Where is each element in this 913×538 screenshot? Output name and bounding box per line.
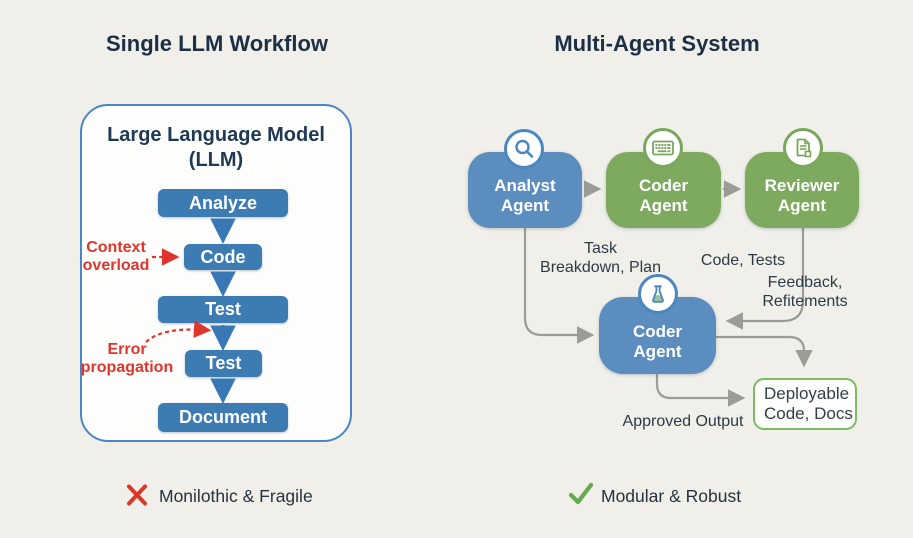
left-section-title: Single LLM Workflow bbox=[105, 31, 329, 56]
step-document: Document bbox=[158, 403, 288, 432]
check-icon bbox=[568, 482, 594, 505]
step-test-2: Test bbox=[185, 350, 262, 377]
magnifier-icon bbox=[515, 139, 534, 158]
left-verdict-text: Monilothic & Fragile bbox=[159, 486, 313, 506]
cross-icon bbox=[127, 484, 147, 506]
annotation-context-overload: Context overload bbox=[82, 239, 150, 274]
step-analyze: Analyze bbox=[158, 189, 288, 217]
arrow-coder2-to-output-left bbox=[655, 374, 746, 407]
deployable-output-text: Deployable Code, Docs bbox=[764, 384, 853, 423]
flask-icon bbox=[652, 285, 664, 303]
label-approved-output: Approved Output bbox=[622, 413, 744, 430]
label-feedback-refitements: Feedback, Refitements bbox=[762, 274, 848, 310]
annotation-error-propagation: Error propagation bbox=[80, 341, 174, 376]
keyboard-icon bbox=[652, 140, 674, 156]
coder-2-badge bbox=[638, 274, 678, 314]
deployable-output-box: Deployable Code, Docs bbox=[753, 378, 857, 430]
analyst-badge bbox=[504, 129, 544, 169]
right-section-title: Multi-Agent System bbox=[554, 31, 760, 56]
label-code-tests: Code, Tests bbox=[700, 252, 786, 269]
llm-container-title: Large Language Model (LLM) bbox=[107, 124, 325, 171]
step-code: Code bbox=[184, 244, 262, 270]
document-icon bbox=[796, 138, 812, 158]
reviewer-badge bbox=[783, 128, 823, 168]
arrow-coder2-to-output-top bbox=[716, 335, 813, 368]
coder-badge bbox=[643, 128, 683, 168]
label-task-breakdown-plan: Task Breakdown, Plan bbox=[540, 240, 661, 276]
agent-box-reviewer: Reviewer Agent bbox=[745, 152, 859, 228]
step-test-1: Test bbox=[158, 296, 288, 323]
right-verdict-text: Modular & Robust bbox=[601, 486, 742, 506]
